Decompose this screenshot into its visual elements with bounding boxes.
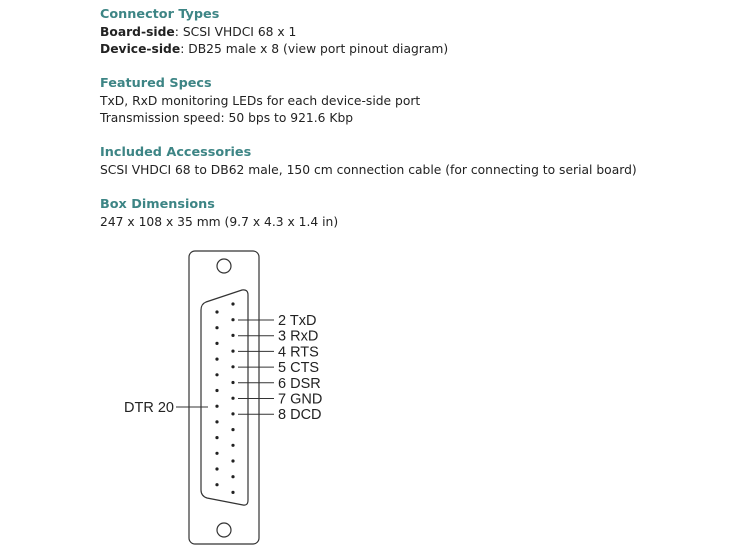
device-side-line: Device-side: DB25 male x 8 (view port pi… bbox=[100, 42, 449, 56]
pin-label: 2 TxD bbox=[278, 313, 316, 329]
pin-23 bbox=[215, 451, 219, 455]
section-box-dimensions: Box Dimensions 247 x 108 x 35 mm (9.7 x … bbox=[100, 196, 338, 231]
pin-10 bbox=[231, 443, 235, 447]
pin-7 bbox=[231, 396, 235, 400]
d-shell bbox=[200, 289, 249, 506]
section-included-accessories: Included Accessories SCSI VHDCI 68 to DB… bbox=[100, 144, 637, 179]
spec-line: TxD, RxD monitoring LEDs for each device… bbox=[100, 93, 421, 108]
pin-14 bbox=[215, 310, 219, 314]
pin-6 bbox=[231, 380, 235, 385]
section-featured-specs: Featured Specs TxD, RxD monitoring LEDs … bbox=[100, 75, 420, 128]
pin-25 bbox=[215, 483, 219, 487]
pin-4 bbox=[231, 349, 235, 353]
pin-label: 3 RxD bbox=[278, 329, 318, 345]
pin-12 bbox=[231, 475, 235, 479]
pin-17 bbox=[215, 357, 219, 361]
pin-label: 4 RTS bbox=[278, 344, 319, 360]
pin-2 bbox=[231, 318, 235, 322]
heading: Included Accessories bbox=[100, 145, 252, 160]
pin-label: 8 DCD bbox=[278, 407, 322, 423]
pin-5 bbox=[231, 365, 235, 369]
heading: Featured Specs bbox=[100, 76, 212, 91]
pin-1 bbox=[231, 302, 235, 306]
pin-3 bbox=[231, 333, 235, 337]
mount-hole-bottom bbox=[216, 522, 232, 538]
pin-18 bbox=[215, 373, 219, 377]
mount-hole-top bbox=[216, 258, 232, 274]
pin-11 bbox=[231, 459, 235, 463]
pin-8 bbox=[231, 412, 235, 416]
pin-label: 7 GND bbox=[278, 392, 322, 408]
dimensions-line: 247 x 108 x 35 mm (9.7 x 4.3 x 1.4 in) bbox=[100, 214, 339, 229]
pin-label: 5 CTS bbox=[278, 360, 319, 376]
heading: Connector Types bbox=[100, 7, 220, 22]
pin-label: 6 DSR bbox=[278, 376, 321, 392]
pin-20 bbox=[215, 404, 219, 408]
pin-label-dtr: DTR 20 bbox=[124, 400, 174, 416]
pin-21 bbox=[215, 420, 219, 424]
connector-plate bbox=[188, 250, 260, 545]
pin-19 bbox=[215, 388, 219, 393]
pin-15 bbox=[215, 326, 219, 330]
pin-24 bbox=[215, 467, 219, 471]
pin-16 bbox=[215, 341, 219, 345]
section-connector-types: Connector Types Board-side: SCSI VHDCI 6… bbox=[100, 6, 448, 59]
pin-22 bbox=[215, 436, 219, 440]
accessory-line: SCSI VHDCI 68 to DB62 male, 150 cm conne… bbox=[100, 162, 637, 177]
spec-line: Transmission speed: 50 bps to 921.6 Kbp bbox=[100, 111, 354, 125]
pin-9 bbox=[231, 428, 235, 432]
pin-13 bbox=[231, 490, 235, 494]
board-side-line: Board-side: SCSI VHDCI 68 x 1 bbox=[100, 24, 297, 39]
heading: Box Dimensions bbox=[100, 197, 215, 212]
